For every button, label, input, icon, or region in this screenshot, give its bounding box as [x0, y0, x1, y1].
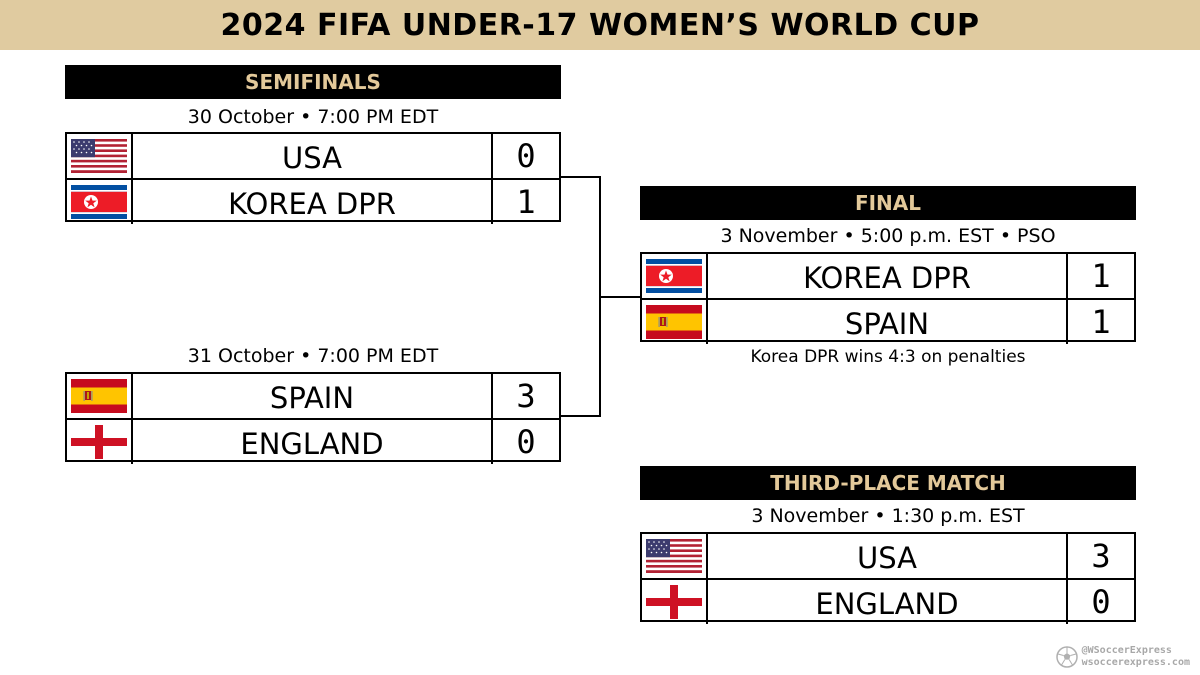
flag-cell [642, 254, 708, 298]
final-penalty-note: Korea DPR wins 4:3 on penalties [750, 347, 1026, 367]
usa-flag-icon [71, 139, 127, 173]
team-name: SPAIN [133, 374, 493, 418]
semifinal-1-info: 30 October • 7:00 PM EDT [187, 106, 439, 128]
bracket-connector [560, 176, 601, 178]
semifinal-2-info-wrap: 31 October • 7:00 PM EDT [65, 340, 561, 372]
final-section: FINAL 3 November • 5:00 p.m. EST • PSO [640, 186, 1136, 252]
bracket-connector [599, 296, 640, 298]
team-score: 0 [516, 423, 536, 461]
team-score: 3 [516, 377, 536, 415]
semifinal-2-match: SPAIN 3 ENGLAND 0 [65, 372, 561, 464]
semifinals-section: SEMIFINALS 30 October • 7:00 PM EDT [65, 65, 561, 132]
page-title: 2024 FIFA UNDER-17 WOMEN’S WORLD CUP [220, 7, 980, 43]
watermark-site: wsoccerexpress.com [1081, 657, 1190, 668]
team-score: 1 [1091, 303, 1111, 341]
third-place-info: 3 November • 1:30 p.m. EST [751, 505, 1025, 527]
team-row: KOREA DPR 1 [67, 178, 559, 224]
third-place-header: THIRD-PLACE MATCH [640, 466, 1136, 500]
spain-flag-icon [646, 305, 702, 339]
team-row: KOREA DPR 1 [642, 254, 1134, 298]
flag-cell [642, 580, 708, 624]
usa-flag-icon [646, 539, 702, 573]
team-name: ENGLAND [708, 580, 1068, 624]
team-row: USA 0 [67, 134, 559, 178]
flag-cell [642, 534, 708, 578]
title-banner: 2024 FIFA UNDER-17 WOMEN’S WORLD CUP [0, 0, 1200, 50]
korea-dpr-flag-icon [71, 185, 127, 219]
england-flag-icon [71, 425, 127, 459]
team-row: USA 3 [642, 534, 1134, 578]
spain-flag-icon [71, 379, 127, 413]
team-row: ENGLAND 0 [67, 418, 559, 464]
final-header: FINAL [640, 186, 1136, 220]
flag-cell [67, 180, 133, 224]
third-place-section: THIRD-PLACE MATCH 3 November • 1:30 p.m.… [640, 466, 1136, 532]
team-row: SPAIN 3 [67, 374, 559, 418]
team-row: ENGLAND 0 [642, 578, 1134, 624]
semifinal-1-match: USA 0 KOREA DPR 1 [65, 132, 561, 224]
team-score: 0 [516, 137, 536, 175]
team-name: USA [133, 134, 493, 178]
team-name: USA [708, 534, 1068, 578]
team-score: 1 [516, 183, 536, 221]
flag-cell [67, 420, 133, 464]
watermark: @WSoccerExpress wsoccerexpress.com [1055, 645, 1190, 669]
flag-cell [642, 300, 708, 344]
soccer-ball-icon [1055, 646, 1078, 668]
final-info: 3 November • 5:00 p.m. EST • PSO [720, 225, 1056, 247]
team-name: SPAIN [708, 300, 1068, 344]
team-score: 3 [1091, 537, 1111, 575]
watermark-text: @WSoccerExpress wsoccerexpress.com [1082, 645, 1190, 669]
flag-cell [67, 134, 133, 178]
watermark-handle: @WSoccerExpress [1081, 645, 1172, 656]
semifinal-2-info: 31 October • 7:00 PM EDT [187, 345, 439, 367]
team-score: 0 [1091, 583, 1111, 621]
flag-cell [67, 374, 133, 418]
team-row: SPAIN 1 [642, 298, 1134, 344]
team-score: 1 [1091, 257, 1111, 295]
team-name: ENGLAND [133, 420, 493, 464]
korea-dpr-flag-icon [646, 259, 702, 293]
team-name: KOREA DPR [708, 254, 1068, 298]
england-flag-icon [646, 585, 702, 619]
final-match: KOREA DPR 1 SPAIN 1 [640, 252, 1136, 344]
bracket-connector [560, 415, 601, 417]
team-name: KOREA DPR [133, 180, 493, 224]
third-place-match: USA 3 ENGLAND 0 [640, 532, 1136, 624]
semifinals-header: SEMIFINALS [65, 65, 561, 99]
